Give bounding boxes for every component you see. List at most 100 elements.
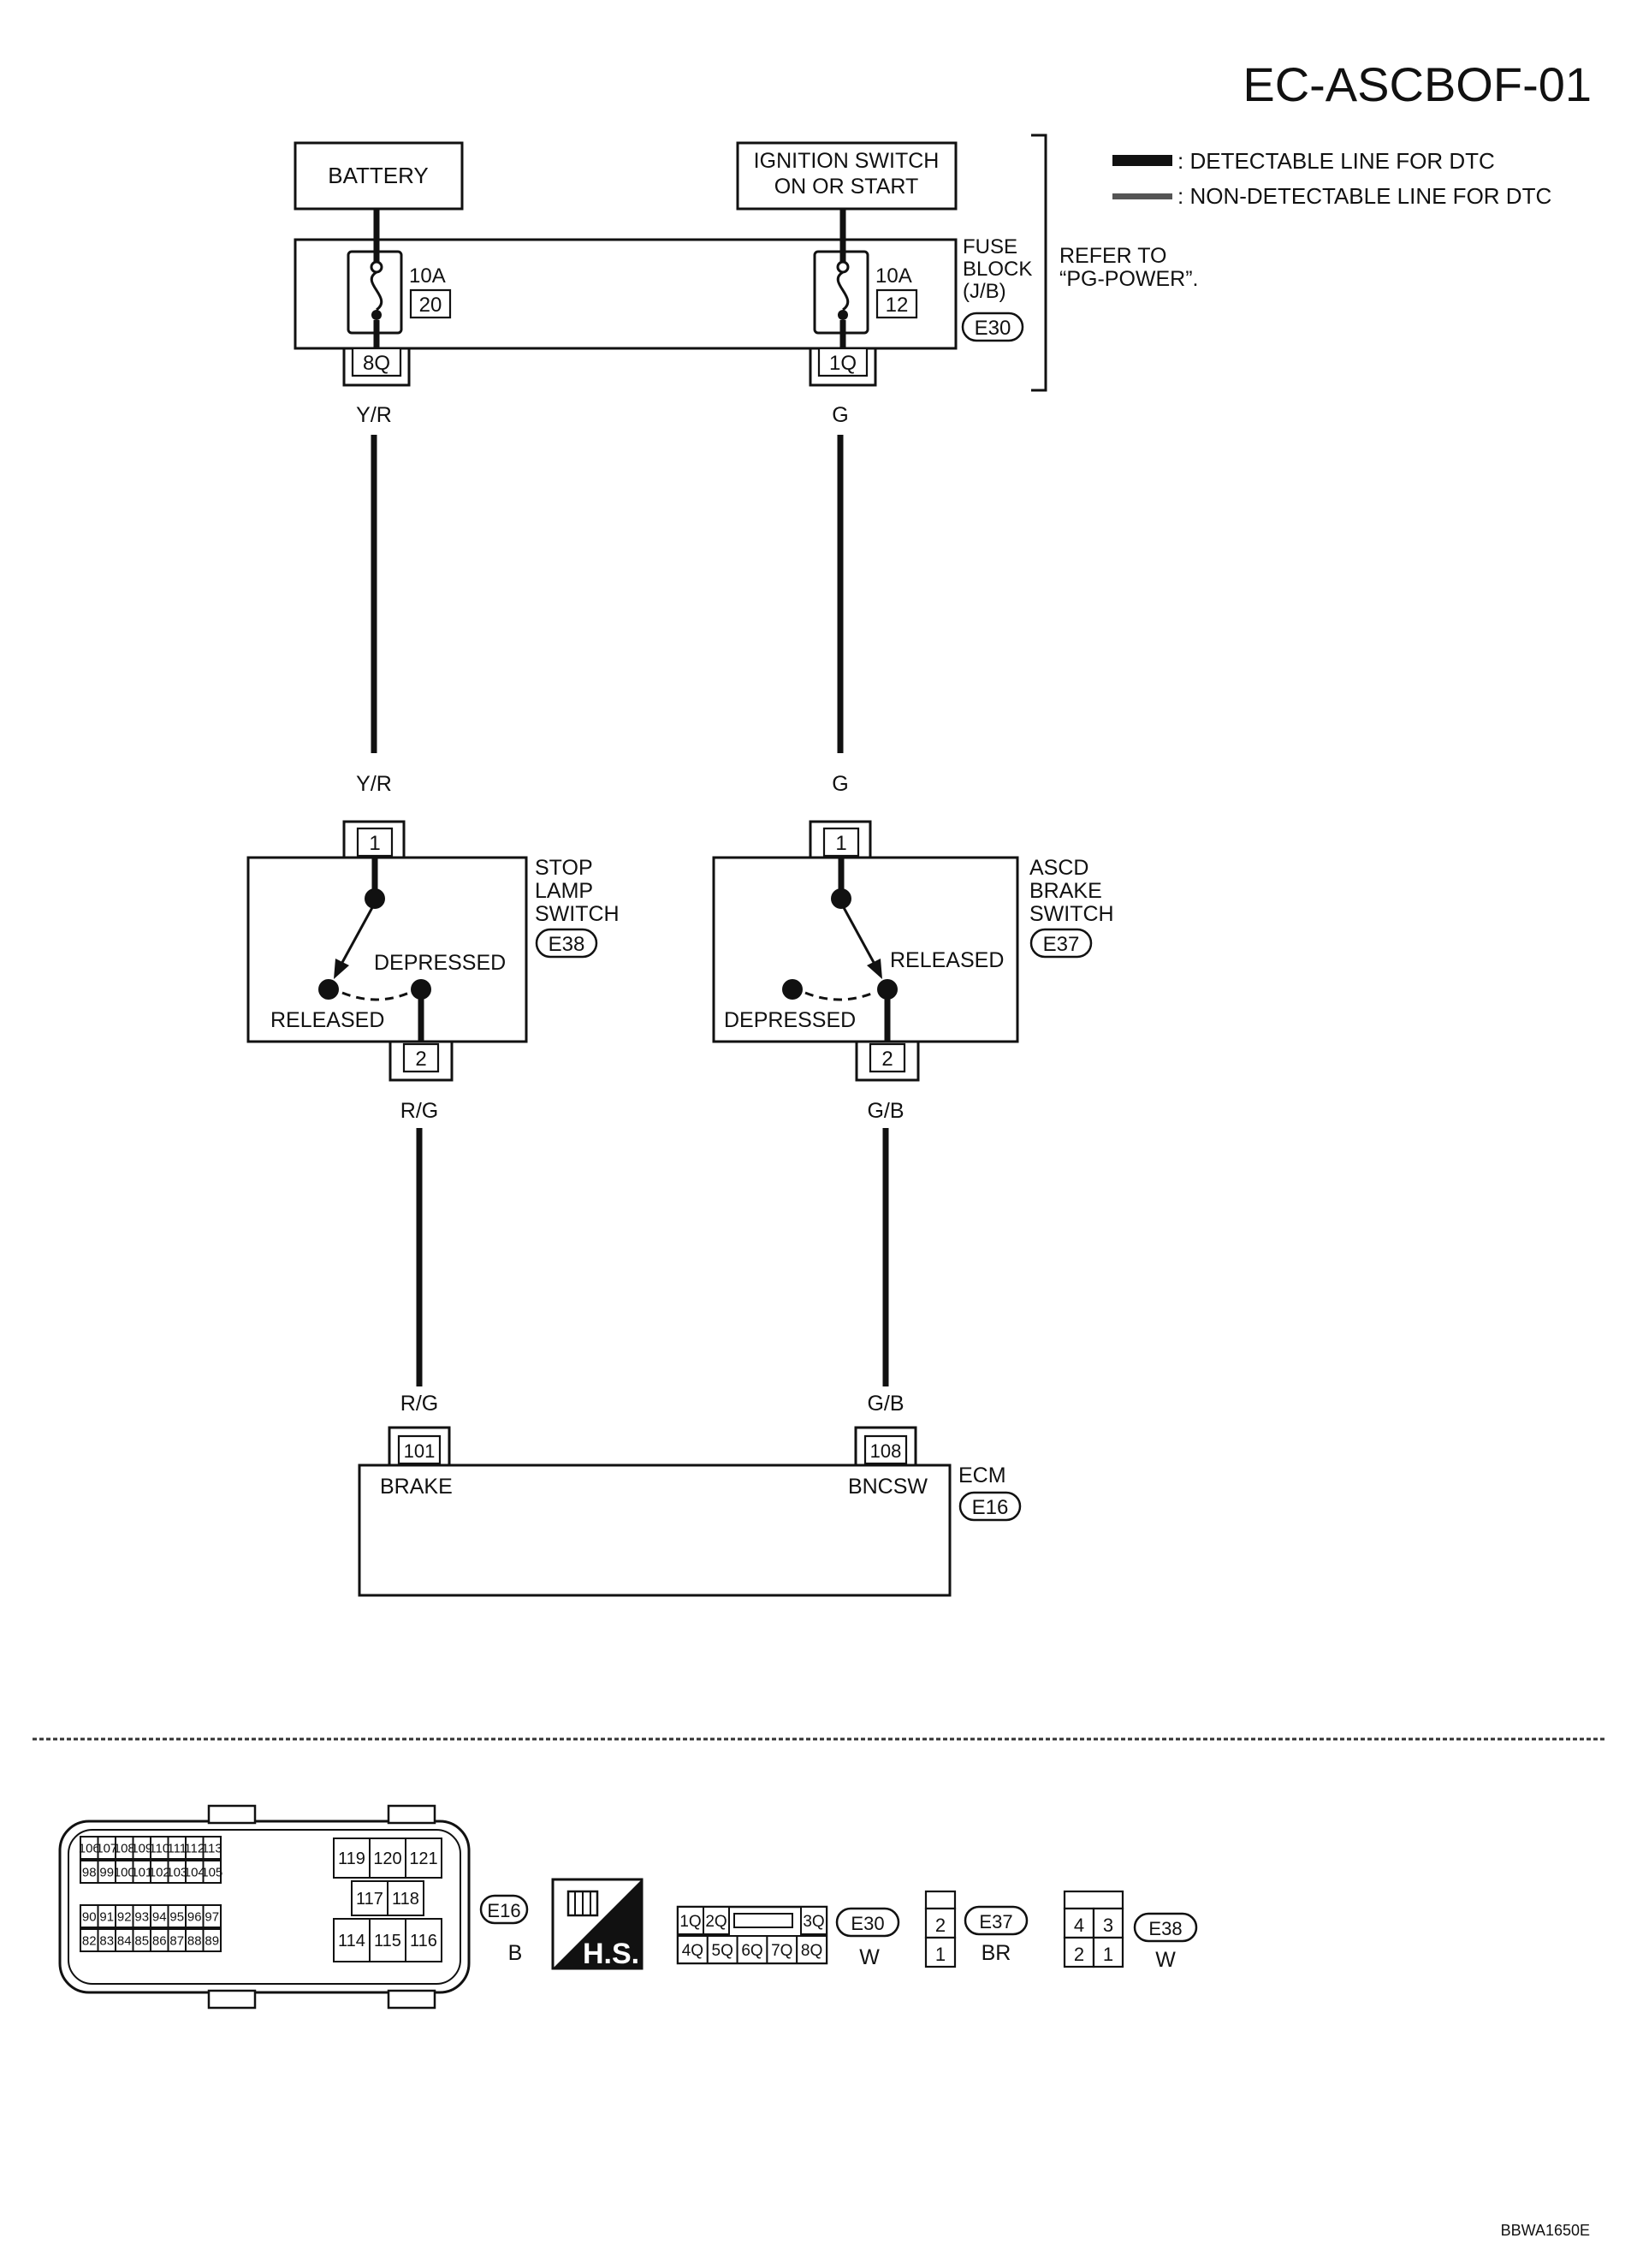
e16-pin-92: 92 <box>117 1909 132 1924</box>
ascd-label-1: ASCD <box>1029 856 1088 880</box>
fuse-block: 10A 20 10A 12 <box>294 238 958 350</box>
e30-pin-8Q: 8Q <box>801 1942 822 1960</box>
e16-pin-119: 119 <box>338 1849 365 1868</box>
e16-pin-109: 109 <box>131 1841 152 1855</box>
ascd-connector: E37 <box>1043 933 1080 956</box>
e30-face-code: E30 <box>851 1913 884 1934</box>
wire-color-left-low1: R/G <box>400 1099 438 1123</box>
e16-pin-105: 105 <box>201 1865 222 1879</box>
stop-lamp-depressed-label: DEPRESSED <box>374 951 506 975</box>
e37-face-color: BR <box>982 1941 1011 1965</box>
e38-face-code: E38 <box>1148 1918 1182 1939</box>
e16-pin-99: 99 <box>99 1865 114 1879</box>
e16-pin-88: 88 <box>187 1933 202 1948</box>
e16-pin-87: 87 <box>169 1933 184 1948</box>
e16-pin-86: 86 <box>152 1933 167 1948</box>
e16-pin-101: 101 <box>131 1865 152 1879</box>
e16-pin-83: 83 <box>99 1933 114 1948</box>
e16-pin-112: 112 <box>184 1841 205 1855</box>
e16-pin-104: 104 <box>184 1865 205 1879</box>
e16-pin-111: 111 <box>167 1841 187 1855</box>
wire-color-left-low2: R/G <box>400 1392 438 1416</box>
ignition-switch-box: IGNITION SWITCH ON OR START <box>736 141 958 211</box>
ecm-terminal-101: 101 <box>404 1440 436 1462</box>
e16-pin-90: 90 <box>82 1909 97 1924</box>
e30-pin-7Q: 7Q <box>771 1942 792 1960</box>
e30-pin-2Q: 2Q <box>705 1913 727 1931</box>
wire-color-left-top: Y/R <box>356 403 392 427</box>
fuse-left-rating: 10A <box>409 264 446 288</box>
diagram-title: EC-ASCBOF-01 <box>1243 57 1592 111</box>
e30-pin-5Q: 5Q <box>712 1942 733 1960</box>
e16-pin-121: 121 <box>409 1849 437 1868</box>
e16-pin-95: 95 <box>169 1909 184 1924</box>
terminal-1q: 1Q <box>809 347 877 387</box>
stop-lamp-terminal-2: 2 <box>415 1048 426 1071</box>
wire-color-right-low2: G/B <box>867 1392 904 1416</box>
non-detectable-line-swatch <box>1112 193 1172 199</box>
e16-pin-103: 103 <box>166 1865 187 1879</box>
stop-lamp-switch: 1 DEPRESSED RELEASED 2 <box>246 820 528 1082</box>
svg-text:8Q: 8Q <box>363 352 390 375</box>
e16-pin-84: 84 <box>117 1933 132 1948</box>
ecm: 101 108 BRAKE BNCSW <box>358 1426 952 1597</box>
e16-pin-108: 108 <box>114 1841 135 1855</box>
fuse-block-label-3: (J/B) <box>963 280 1006 303</box>
terminal-8q: 8Q <box>342 347 411 387</box>
e16-pin-117: 117 <box>356 1890 383 1909</box>
e16-pin-116: 116 <box>410 1932 437 1950</box>
legend-non-detectable: : NON-DETECTABLE LINE FOR DTC <box>1177 183 1551 209</box>
fuse-right-number: 12 <box>886 294 909 317</box>
wire-color-right-mid: G <box>832 772 848 796</box>
e38-pin-4: 4 <box>1074 1915 1084 1936</box>
e38-pin-1: 1 <box>1103 1944 1113 1965</box>
fuse-20 <box>347 240 403 348</box>
e37-pin-1: 1 <box>935 1944 946 1965</box>
stop-lamp-label-1: STOP <box>535 856 593 880</box>
connector-e38-face: 4 3 2 1 <box>1063 1890 1124 1968</box>
e16-pin-100: 100 <box>114 1865 135 1879</box>
e30-pin-6Q: 6Q <box>741 1942 762 1960</box>
detectable-line-swatch <box>1112 155 1172 166</box>
ecm-label: ECM <box>958 1464 1006 1487</box>
legend: : DETECTABLE LINE FOR DTC : NON-DETECTAB… <box>1112 148 1551 209</box>
refer-to-line1: REFER TO <box>1059 244 1167 268</box>
connector-oval-e38 <box>535 928 598 959</box>
connector-e37-face: 2 1 <box>924 1890 957 1968</box>
hs-label: H.S. <box>583 1938 639 1970</box>
hs-badge: H.S. <box>551 1878 644 1970</box>
battery-label: BATTERY <box>328 163 429 188</box>
e16-face-color: B <box>508 1941 523 1965</box>
wire-color-right-top: G <box>832 403 848 427</box>
svg-text:1Q: 1Q <box>829 352 857 375</box>
fuse-left-number: 20 <box>419 294 442 317</box>
e16-pin-97: 97 <box>205 1909 219 1924</box>
e30-pin-1Q: 1Q <box>679 1913 701 1931</box>
e16-pin-91: 91 <box>99 1909 114 1924</box>
figure-reference: BBWA1650E <box>1501 2222 1590 2239</box>
e37-face-code: E37 <box>979 1911 1012 1933</box>
battery-box: BATTERY <box>294 141 464 211</box>
ascd-terminal-1: 1 <box>835 832 846 855</box>
e16-pin-102: 102 <box>149 1865 170 1879</box>
ascd-released-label: RELEASED <box>890 948 1004 972</box>
e16-pin-115: 115 <box>374 1932 401 1950</box>
ascd-depressed-label: DEPRESSED <box>724 1008 856 1032</box>
e16-pin-107: 107 <box>96 1841 117 1855</box>
refer-to-line2: “PG-POWER”. <box>1059 267 1199 291</box>
fuse-block-connector: E30 <box>975 317 1011 340</box>
wire-color-left-mid: Y/R <box>356 772 392 796</box>
e37-pin-2: 2 <box>935 1915 946 1936</box>
ascd-label-2: BRAKE <box>1029 879 1102 903</box>
e16-pin-93: 93 <box>134 1909 149 1924</box>
ignition-label-line1: IGNITION SWITCH <box>754 149 940 173</box>
stop-lamp-connector: E38 <box>549 933 585 956</box>
fuse-block-label-2: BLOCK <box>963 258 1032 281</box>
wire-color-right-low1: G/B <box>867 1099 904 1123</box>
ecm-pin-brake: BRAKE <box>380 1475 453 1499</box>
e16-pin-110: 110 <box>149 1841 169 1855</box>
connector-oval-e30 <box>961 312 1024 342</box>
